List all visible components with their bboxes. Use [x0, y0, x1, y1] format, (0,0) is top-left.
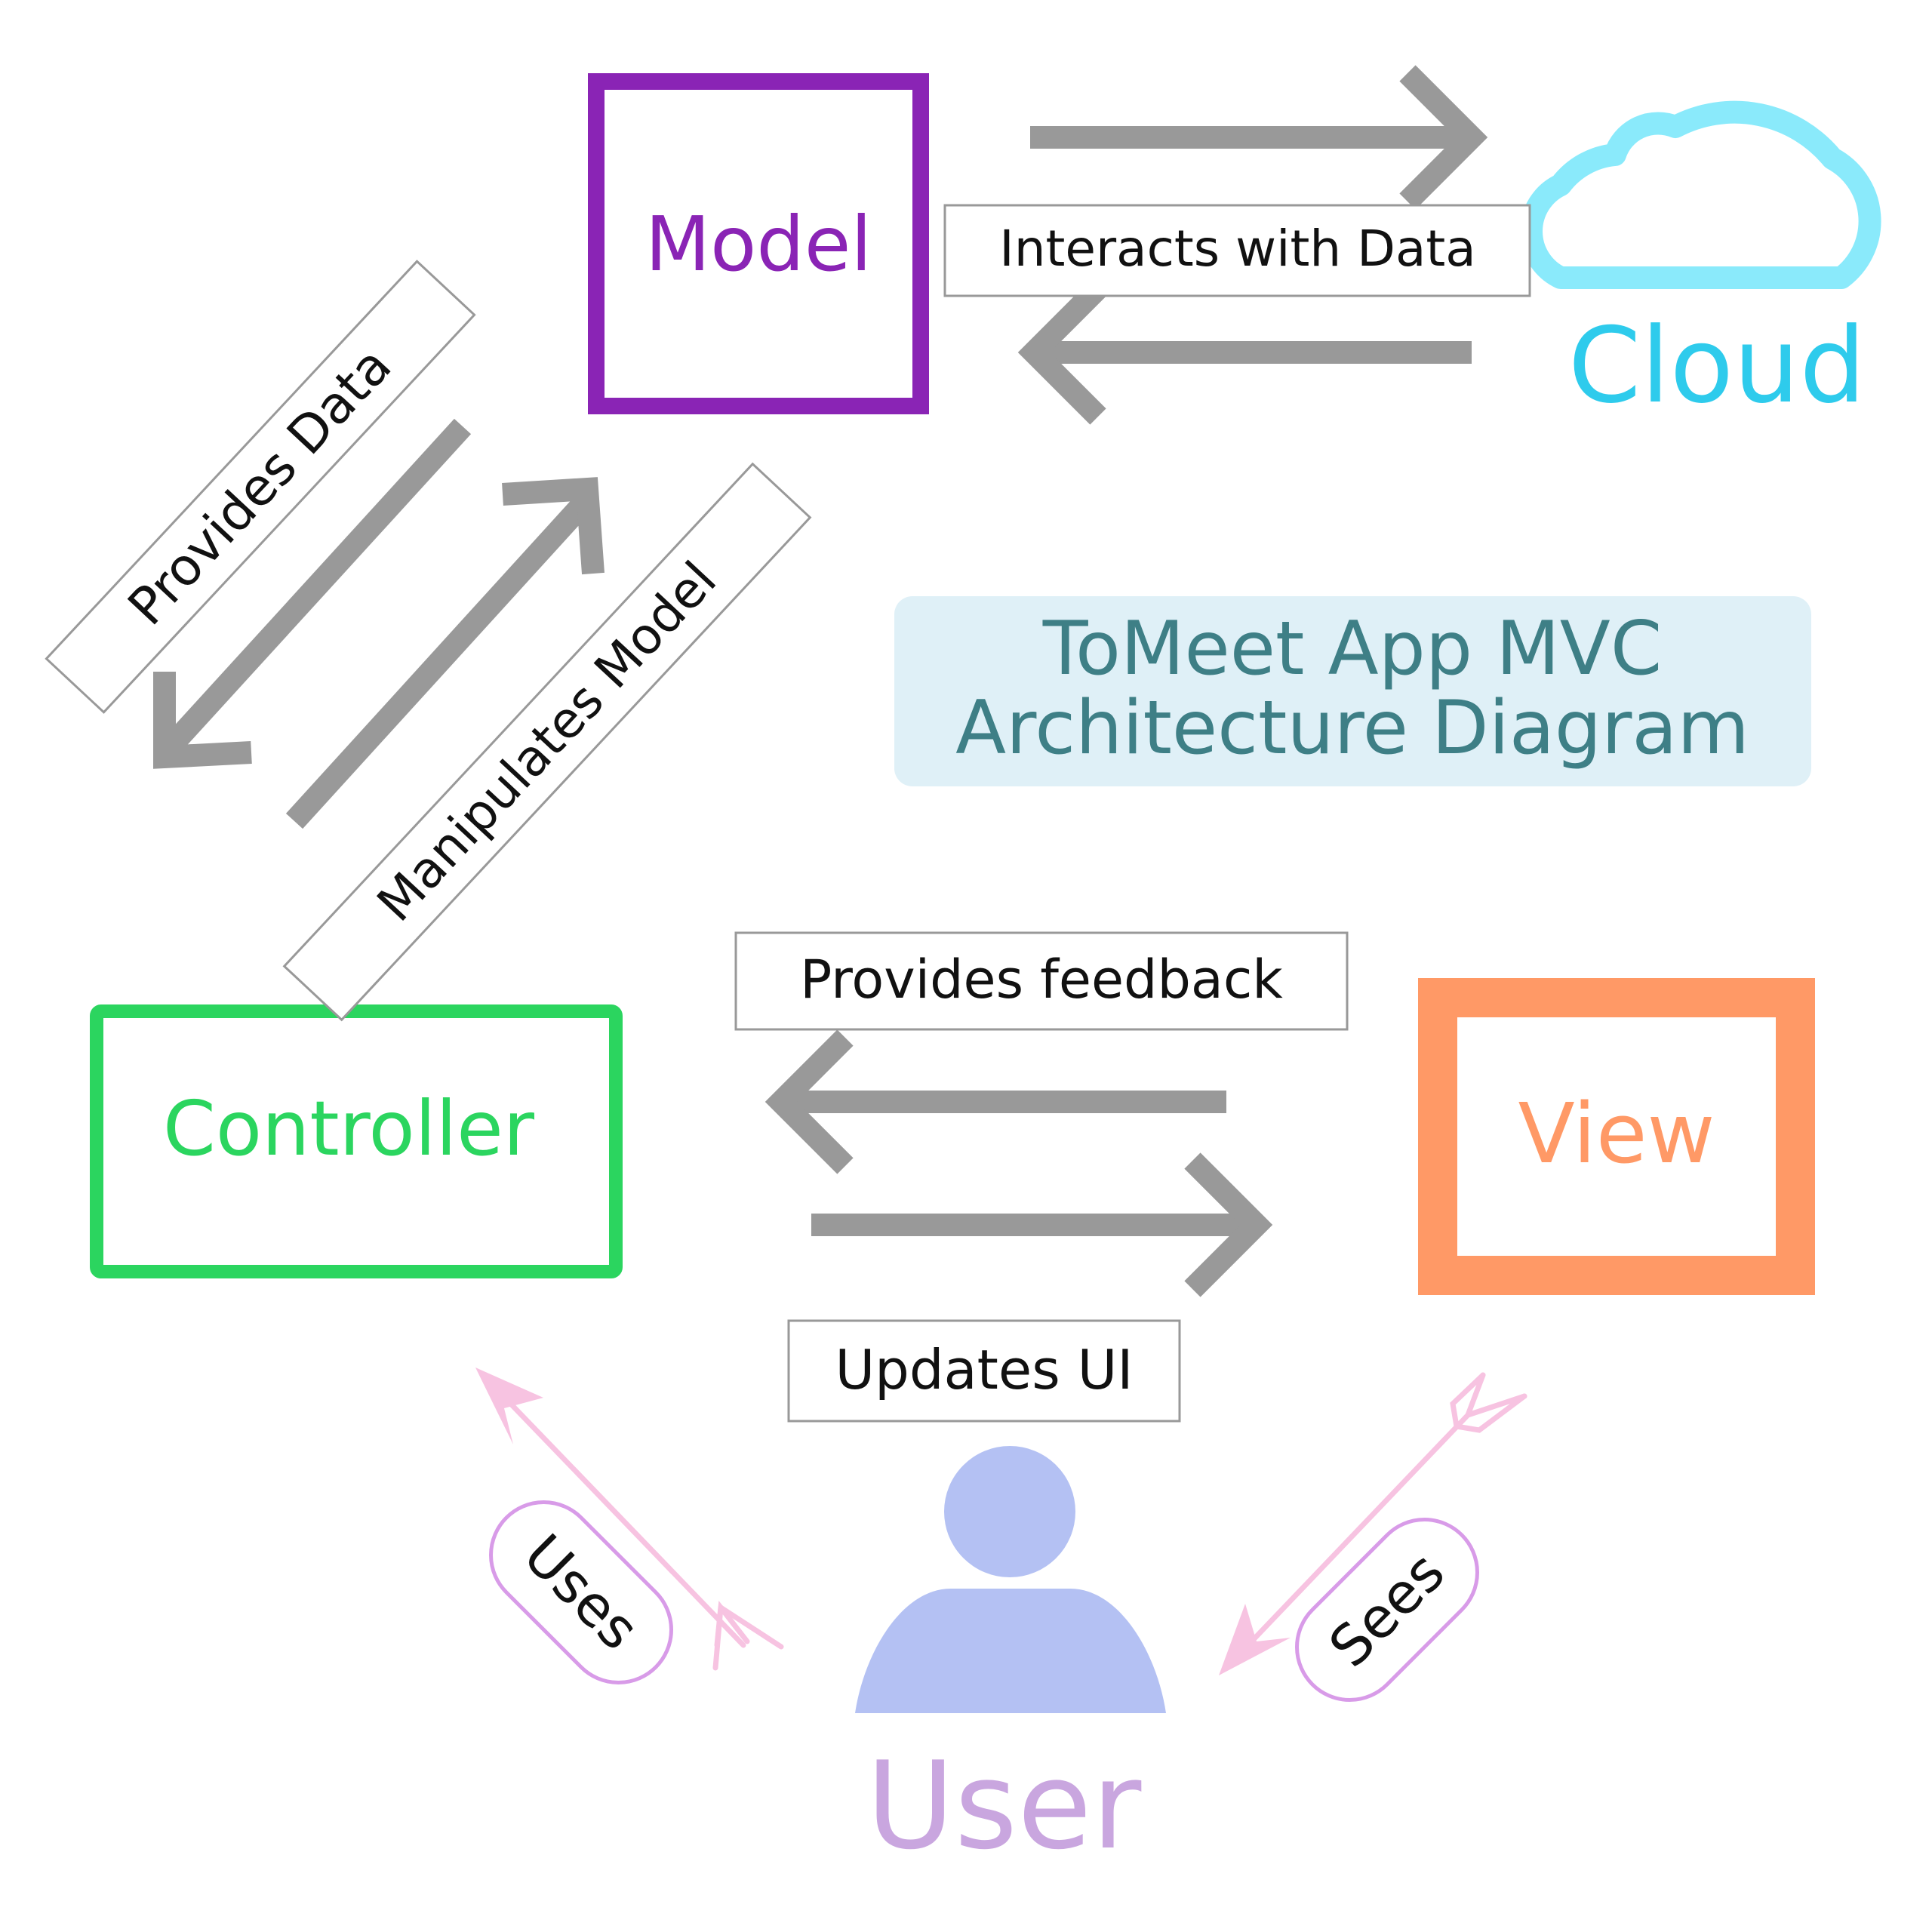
label-provides-feedback: Provides feedback — [800, 949, 1283, 1011]
controller-label: Controller — [163, 1084, 535, 1173]
user-icon — [855, 1446, 1166, 1713]
cloud-label: Cloud — [1568, 305, 1866, 426]
cloud-icon — [1520, 100, 1881, 289]
view-label: View — [1518, 1085, 1715, 1182]
arrow-user-to-controller — [475, 1367, 784, 1671]
user-label: User — [866, 1735, 1142, 1876]
label-manipulates-model: Manipulates Model — [366, 551, 728, 933]
title-line-1: ToMeet App MVC — [1042, 606, 1663, 692]
model-node: Model — [588, 73, 929, 414]
title-background — [894, 596, 1811, 786]
arrow-controller-to-model — [285, 477, 605, 829]
edge-label-model-cloud: Interacts with Data — [943, 204, 1531, 297]
arrow-user-to-view — [1219, 1372, 1527, 1675]
arrow-cloud-to-model — [1017, 280, 1472, 425]
edge-label-controller-view: Updates UI — [787, 1319, 1181, 1423]
arrow-model-to-cloud — [1030, 65, 1488, 210]
user-node: User — [855, 1446, 1166, 1876]
view-node: View — [1418, 978, 1815, 1295]
diagram-title: ToMeet App MVC Architecture Diagram — [894, 596, 1811, 786]
controller-node: Controller — [90, 1004, 623, 1278]
controller-box — [90, 1004, 623, 1278]
model-box — [588, 73, 929, 414]
arrow-view-to-controller — [764, 1029, 1226, 1174]
label-provides-data: Provides Data — [117, 336, 403, 637]
arrow-controller-to-view — [811, 1152, 1273, 1297]
arrow-model-to-controller — [153, 418, 472, 769]
edge-label-user-controller: Uses — [489, 1500, 673, 1684]
title-line-2: Architecture Diagram — [955, 685, 1749, 771]
model-label: Model — [645, 200, 872, 288]
edge-label-view-controller: Provides feedback — [734, 931, 1349, 1031]
view-box — [1418, 978, 1815, 1295]
edge-label-user-view: Sees — [1295, 1518, 1479, 1702]
cloud-node: Cloud — [1520, 100, 1881, 426]
label-updates-ui: Updates UI — [835, 1338, 1133, 1401]
label-interacts-with-data: Interacts with Data — [999, 220, 1475, 278]
